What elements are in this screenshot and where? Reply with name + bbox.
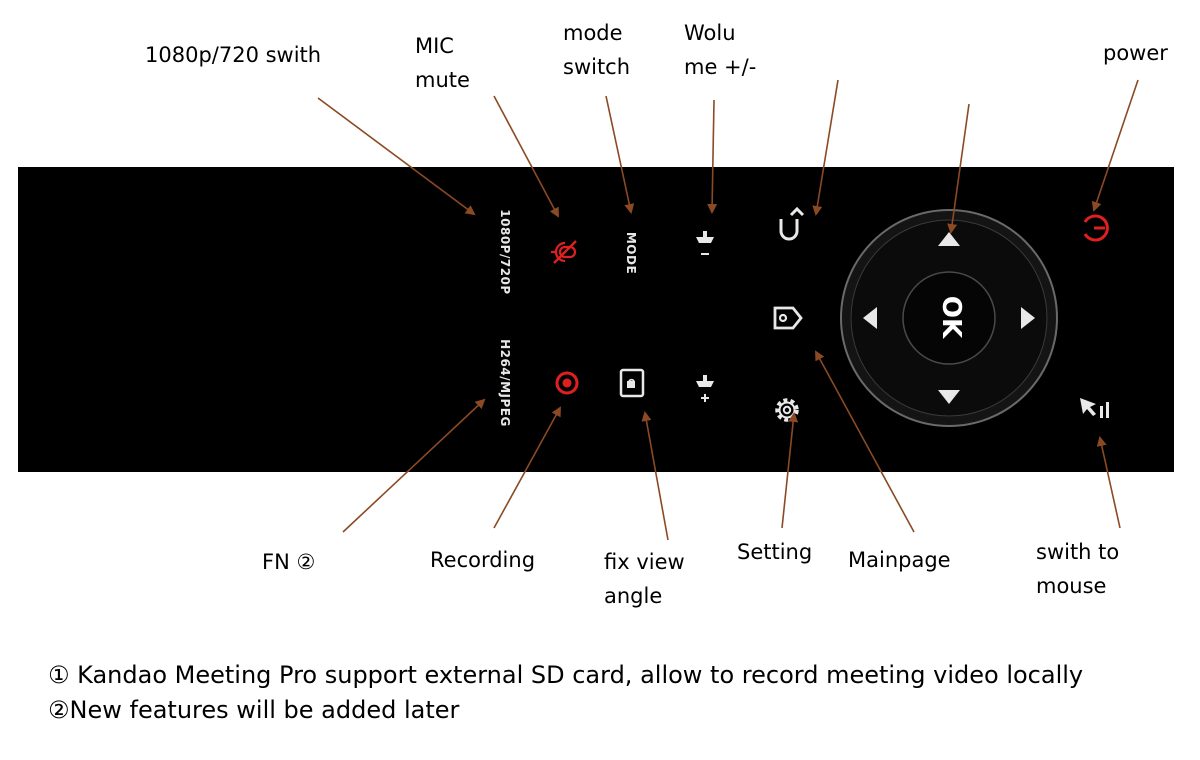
record-icon[interactable] [555,371,579,395]
volume-down-icon[interactable] [696,231,714,255]
power-icon[interactable] [1083,214,1109,242]
dpad-right-arrow-icon[interactable] [1021,307,1035,329]
label-switch-to-mouse: swith to mouse [1036,540,1120,598]
settings-gear-icon[interactable] [775,398,799,422]
label-volume: Wolu me +/- [684,21,757,79]
arrow-back [812,79,839,216]
footnote-1: ① Kandao Meeting Pro support external SD… [48,661,1084,689]
dpad-left-arrow-icon[interactable] [863,307,877,329]
label-fn: FN ② [262,550,316,574]
mic-mute-icon[interactable] [551,240,577,264]
label-resolution-switch: 1080p/720 swith [145,43,322,67]
mouse-mode-icon[interactable] [1080,398,1109,418]
arrow-power [1091,79,1139,212]
fix-view-angle-icon[interactable] [619,368,645,398]
label-mainpage: Mainpage [848,548,951,572]
footnote-2: ②New features will be added later [48,696,460,724]
label-fix-view-angle: fix view angle [604,550,685,608]
label-mode-switch: mode switch [563,21,631,79]
label-power: power [1103,41,1168,65]
label-mic-mute: MIC mute [415,34,470,92]
arrow-recording [493,406,561,529]
arrow-fn [342,398,486,533]
arrow-fix-view [641,411,669,541]
arrow-mode [605,95,635,214]
arrow-mainpage [815,350,915,533]
arrow-resolution [317,97,476,216]
arrow-mic-mute [493,95,559,218]
arrow-volume [707,99,718,214]
volume-up-icon[interactable] [696,375,714,402]
arrow-dpad [947,103,970,234]
mainpage-icon[interactable] [773,306,803,330]
dpad-up-arrow-icon[interactable] [938,232,960,246]
directional-pad[interactable] [840,209,1058,427]
arrow-mouse [1096,436,1121,529]
dpad-down-arrow-icon[interactable] [938,390,960,404]
back-icon[interactable] [779,206,805,241]
label-setting: Setting [737,540,813,564]
arrow-setting [781,412,799,529]
label-recording: Recording [430,548,536,572]
